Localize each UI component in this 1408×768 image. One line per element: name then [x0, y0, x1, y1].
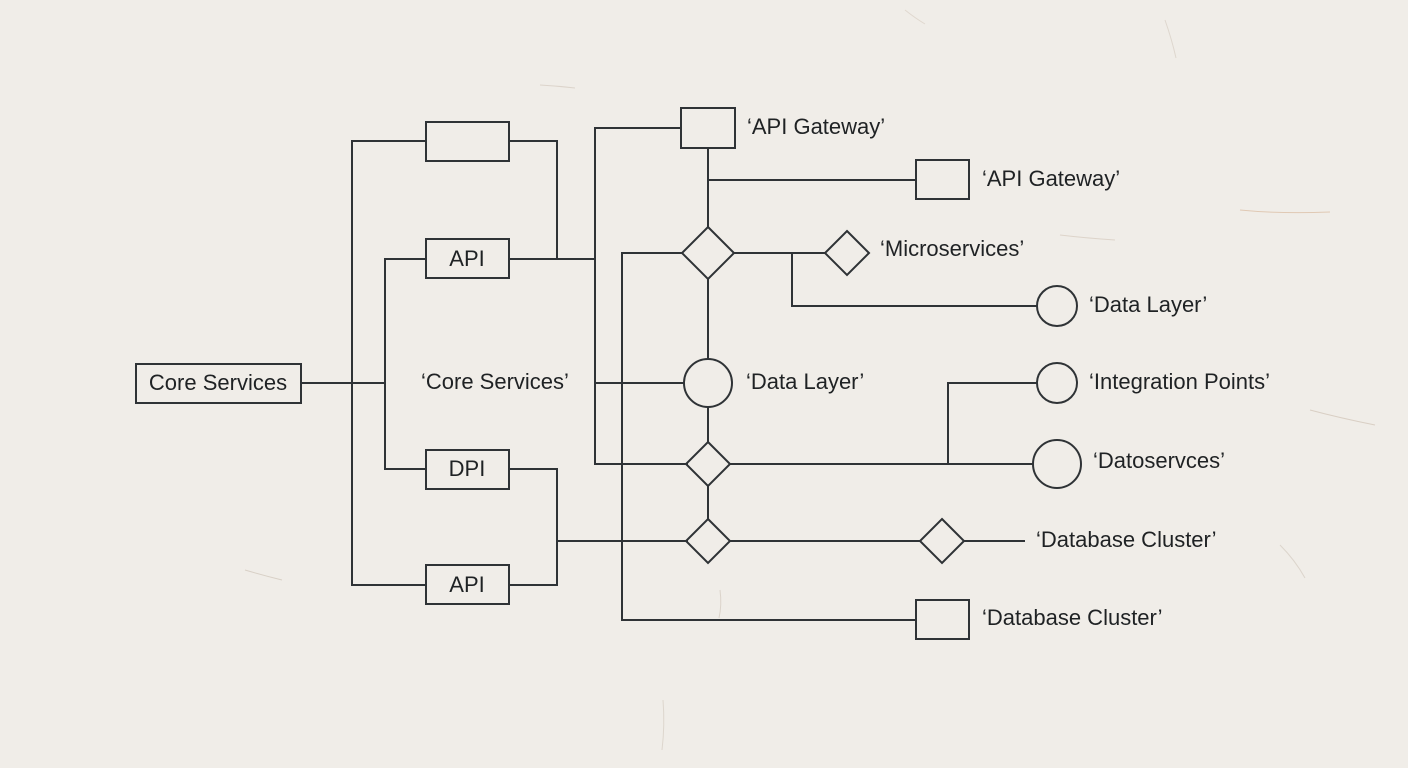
paper-texture: [244, 9, 1376, 751]
api-box-upper: [425, 238, 510, 279]
database-cluster-label-1: ‘Database Cluster’: [1036, 527, 1217, 552]
connector-bus-595: [594, 127, 688, 465]
data-layer-circle-center: [683, 358, 733, 408]
connector-inner-bus: [384, 258, 427, 470]
integration-points-circle: [1036, 362, 1078, 404]
core-services-box-label: Core Services: [149, 370, 287, 395]
api-box-upper-label: API: [449, 246, 484, 271]
data-layer-circle-right: [1036, 285, 1078, 327]
connector-bus-622: [621, 252, 917, 621]
database-cluster-diamond: [918, 517, 966, 565]
database-cluster-box: [915, 599, 970, 640]
datoservces-circle: [1032, 439, 1082, 489]
connector-dpi: [508, 468, 558, 586]
junction-diamond-top: [680, 225, 736, 281]
api-gateway-label-1: ‘API Gateway’: [747, 114, 885, 139]
labels: Core Services API ‘Core Services’ DPI AP…: [149, 114, 1270, 630]
connector-outer-bus: [351, 140, 427, 586]
junction-diamond-lower: [684, 517, 732, 565]
core-services-box: [135, 363, 302, 404]
shapes: [135, 107, 1082, 640]
core-services-label: ‘Core Services’: [421, 369, 569, 394]
data-layer-label-center: ‘Data Layer’: [746, 369, 864, 394]
connectors: [300, 127, 1038, 621]
microservices-label: ‘Microservices’: [880, 236, 1024, 261]
connector-integration: [947, 382, 1038, 465]
api-box-lower: [425, 564, 510, 605]
connector-top-box: [508, 140, 558, 260]
microservices-diamond: [823, 229, 871, 277]
api-gateway-box-1: [680, 107, 736, 149]
connector-data-layer: [791, 252, 1038, 307]
database-cluster-label-2: ‘Database Cluster’: [982, 605, 1163, 630]
dpi-box-label: DPI: [449, 456, 486, 481]
top-blank-box: [425, 121, 510, 162]
junction-diamond-middle: [684, 440, 732, 488]
api-box-lower-label: API: [449, 572, 484, 597]
datoservces-label: ‘Datoservces’: [1093, 448, 1225, 473]
data-layer-label-right: ‘Data Layer’: [1089, 292, 1207, 317]
api-gateway-label-2: ‘API Gateway’: [982, 166, 1120, 191]
integration-points-label: ‘Integration Points’: [1089, 369, 1270, 394]
dpi-box: [425, 449, 510, 490]
api-gateway-box-2: [915, 159, 970, 200]
